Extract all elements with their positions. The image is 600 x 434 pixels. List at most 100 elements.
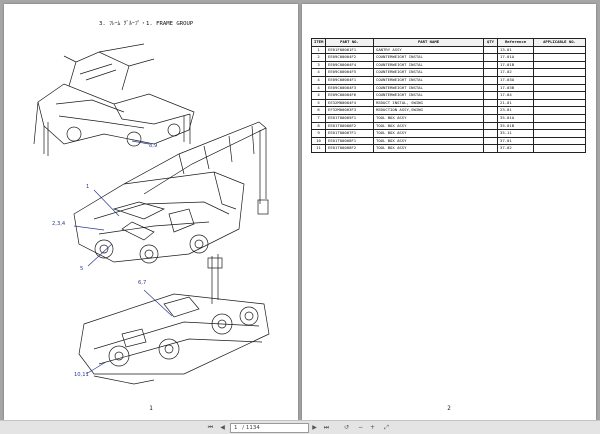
cell-qty xyxy=(483,113,498,123)
cell-reference: 35-01A xyxy=(497,113,534,123)
cell-reference: 17-01A xyxy=(497,53,534,62)
cell-applicable-no xyxy=(533,121,586,131)
cell-item: 4 xyxy=(311,83,326,93)
page-2: ITEM PART NO. PART NAME QTY Reference AP… xyxy=(302,4,596,420)
chassis-bottom-view xyxy=(78,254,270,385)
cell-applicable-no xyxy=(533,144,586,153)
cell-qty xyxy=(483,136,498,146)
col-header-part-name: PART NAME xyxy=(373,38,484,47)
cell-part-name: COUNTERWEIGHT INSTAL xyxy=(373,68,484,77)
cell-reference: 35-11 xyxy=(497,129,534,138)
cell-part-no: EE09C00004F1 xyxy=(325,75,374,85)
callout-2-3-4: 2,3,4 xyxy=(52,221,66,227)
cell-part-no: EE01T00008F2 xyxy=(325,144,374,153)
crane-middle-view xyxy=(73,121,269,264)
page-number-input[interactable]: 1 / 1134 xyxy=(230,423,309,433)
cell-part-no: EE09C00004F5 xyxy=(325,68,374,77)
cell-item: 2 xyxy=(311,53,326,62)
cell-qty xyxy=(483,45,498,55)
zoom-out-icon[interactable]: − xyxy=(357,424,364,431)
cell-item: 5 xyxy=(311,98,326,108)
cell-reference: 37-02 xyxy=(497,144,534,153)
cell-applicable-no xyxy=(533,68,586,77)
cell-qty xyxy=(483,98,498,108)
cell-part-name: TOOL BOX ASSY xyxy=(373,129,484,138)
cell-qty xyxy=(483,83,498,93)
cell-applicable-no xyxy=(533,129,586,138)
cell-qty xyxy=(483,60,498,70)
cell-item: 4 xyxy=(311,68,326,77)
cell-qty xyxy=(483,53,498,62)
page-total: / 1134 xyxy=(242,425,260,431)
cell-item: 1 xyxy=(311,45,326,55)
cell-reference: 17-04 xyxy=(497,91,534,100)
cell-part-name: COUNTERWEIGHT INSTAL xyxy=(373,53,484,62)
zoom-in-icon[interactable]: + xyxy=(369,424,376,431)
first-page-icon[interactable]: ⏮ xyxy=(207,424,214,431)
cell-item: 10 xyxy=(311,136,326,146)
cell-item: 4 xyxy=(311,75,326,85)
cell-applicable-no xyxy=(533,83,586,93)
cell-reference: 21-01 xyxy=(497,98,534,108)
table-header-row: ITEM PART NO. PART NAME QTY Reference AP… xyxy=(311,38,586,47)
cell-part-no: EE01T00008F1 xyxy=(325,136,374,146)
cell-reference: 17-03A xyxy=(497,75,534,85)
page-number: 1 xyxy=(149,406,153,412)
cell-qty xyxy=(483,121,498,131)
cell-item: 6 xyxy=(311,106,326,115)
cell-reference: 17-02 xyxy=(497,68,534,77)
page-number: 2 xyxy=(447,406,451,412)
cell-item: 3 xyxy=(311,60,326,70)
cell-part-name: COUNTERWEIGHT INSTAL xyxy=(373,60,484,70)
callout-8-9: 8,9 xyxy=(149,143,158,149)
cell-item: 7 xyxy=(311,113,326,123)
cell-qty xyxy=(483,129,498,138)
page-1: 3. ﾌﾚｰﾑ ｸﾞﾙｰﾌﾟ・1. FRAME GROUP xyxy=(4,4,298,420)
cell-part-no: EE01T00007F1 xyxy=(325,129,374,138)
col-header-part-no: PART NO. xyxy=(325,38,374,47)
next-page-icon[interactable]: ▶ xyxy=(312,424,317,431)
pdf-toolbar: ⏮ ◀ 1 / 1134 ▶ ⏭ ↺ − + ⤢ xyxy=(0,420,600,434)
cell-reference: 37-01 xyxy=(497,136,534,146)
cell-part-no: EE09C00004F4 xyxy=(325,60,374,70)
cell-part-no: EE01T00006F2 xyxy=(325,121,374,131)
rotate-left-icon[interactable]: ↺ xyxy=(343,424,350,431)
callout-5: 5 xyxy=(80,266,84,272)
cell-part-no: EE09C00004F2 xyxy=(325,53,374,62)
cell-part-no: EE01F00001F1 xyxy=(325,45,374,55)
cell-part-name: TOOL BOX ASSY xyxy=(373,144,484,153)
cell-applicable-no xyxy=(533,45,586,55)
cell-part-name: COUNTERWEIGHT INSTAL xyxy=(373,91,484,100)
col-header-applicable-no: APPLICABLE NO. xyxy=(533,38,586,47)
cell-reference: 17-01B xyxy=(497,60,534,70)
last-page-icon[interactable]: ⏭ xyxy=(323,424,330,431)
crane-top-view xyxy=(33,43,195,156)
cell-part-name: COUNTERWEIGHT INSTAL xyxy=(373,75,484,85)
cell-applicable-no xyxy=(533,98,586,108)
prev-page-icon[interactable]: ◀ xyxy=(220,424,225,431)
cell-part-no: EE01T00005F1 xyxy=(325,113,374,123)
cell-part-name: GANTRY ASSY xyxy=(373,45,484,55)
cell-applicable-no xyxy=(533,75,586,85)
cell-part-no: EE09C00004F3 xyxy=(325,83,374,93)
cell-applicable-no xyxy=(533,91,586,100)
col-header-item: ITEM xyxy=(311,38,326,47)
cell-part-no: EF32M00003F3 xyxy=(325,106,374,115)
cell-part-name: TOOL BOX ASSY xyxy=(373,121,484,131)
page-number-value: 1 xyxy=(234,425,238,431)
cell-part-name: TOOL BOX ASSY xyxy=(373,136,484,146)
cell-qty xyxy=(483,68,498,77)
col-header-qty: QTY xyxy=(483,38,498,47)
fit-page-icon[interactable]: ⤢ xyxy=(384,424,389,431)
